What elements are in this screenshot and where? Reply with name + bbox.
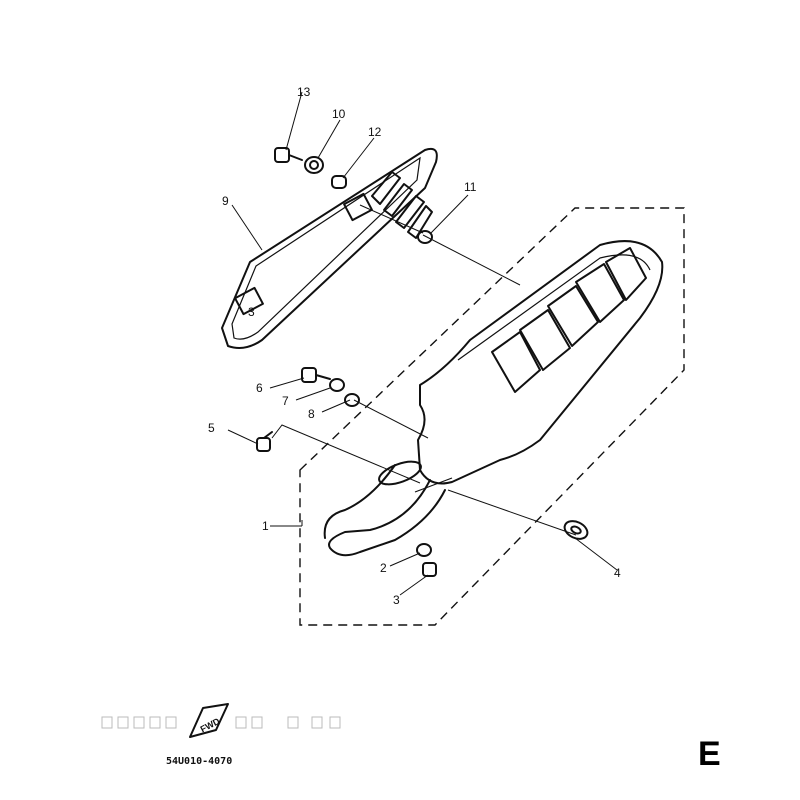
muffler-body-part	[323, 240, 664, 557]
faint-dotted-strip	[101, 716, 341, 729]
guard-badge: 3	[248, 305, 255, 319]
assembly-boundary	[299, 207, 685, 626]
callout-9: 9	[222, 194, 229, 208]
callout-4: 4	[614, 566, 621, 580]
nut-3	[422, 562, 437, 577]
callout-7: 7	[282, 394, 289, 408]
bolt-5	[256, 431, 273, 452]
bolt-13	[274, 147, 303, 163]
callout-2: 2	[380, 561, 387, 575]
bolt-6	[301, 367, 331, 383]
callout-1: 1	[262, 519, 269, 533]
page-letter: E	[698, 735, 721, 773]
callout-11: 11	[464, 180, 477, 194]
callout-3: 3	[393, 593, 400, 607]
guard-slots	[371, 171, 433, 239]
callout-6: 6	[256, 381, 263, 395]
leader-lines	[227, 91, 618, 596]
callout-5: 5	[208, 421, 215, 435]
fwd-arrow-icon: FWD	[189, 703, 229, 738]
nut-2	[416, 543, 432, 557]
callout-13: 13	[297, 85, 311, 99]
washer-11	[417, 230, 433, 244]
washer-8	[344, 393, 360, 407]
collar-10	[304, 156, 324, 174]
callout-10: 10	[332, 107, 346, 121]
muffler-heat-ribs	[491, 247, 647, 393]
spacer-12	[331, 175, 347, 189]
callout-8: 8	[308, 407, 315, 421]
heat-guard-part: 3	[221, 147, 438, 349]
washer-7	[329, 378, 345, 392]
callout-12: 12	[368, 125, 382, 139]
gasket-4	[563, 520, 589, 540]
catalog-code: 54U010-4070	[166, 756, 232, 767]
